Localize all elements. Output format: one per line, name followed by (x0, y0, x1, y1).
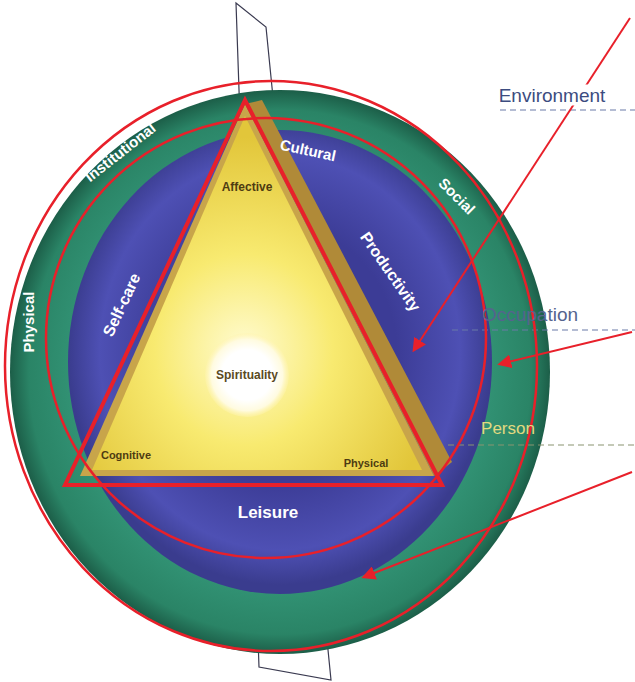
layer-heading: Occupation (480, 304, 580, 325)
annotation-arrow (364, 472, 632, 577)
person-label: Cognitive (101, 450, 151, 461)
annotation-triangle (65, 100, 442, 485)
environment-fill (10, 90, 550, 654)
environment-disc: PhysicalInstitutionalCulturalSocialSelf-… (10, 90, 550, 654)
layer-heading: Person (479, 419, 537, 438)
spirituality-circle: Spirituality (205, 333, 289, 417)
occupation-label: Leisure (238, 504, 298, 521)
annotation-circle (46, 118, 486, 558)
ring-label: Physical (21, 292, 36, 353)
layer-heading: Environment (497, 85, 608, 106)
spirituality-fill (205, 333, 289, 417)
person-label: Affective (222, 181, 273, 193)
triangle-bevel (80, 104, 434, 476)
person-label: Physical (344, 458, 389, 469)
annotation-arrow (414, 18, 630, 350)
core-label: Spirituality (216, 369, 278, 381)
triangle-fill (92, 116, 422, 470)
annotation-arrow (500, 332, 632, 364)
leader-line (500, 109, 635, 110)
leader-line (452, 329, 635, 330)
occupation-disc: Self-careProductivityLeisureAffectiveCog… (68, 130, 492, 594)
leader-line (448, 444, 635, 445)
annotation-circle (5, 81, 537, 651)
